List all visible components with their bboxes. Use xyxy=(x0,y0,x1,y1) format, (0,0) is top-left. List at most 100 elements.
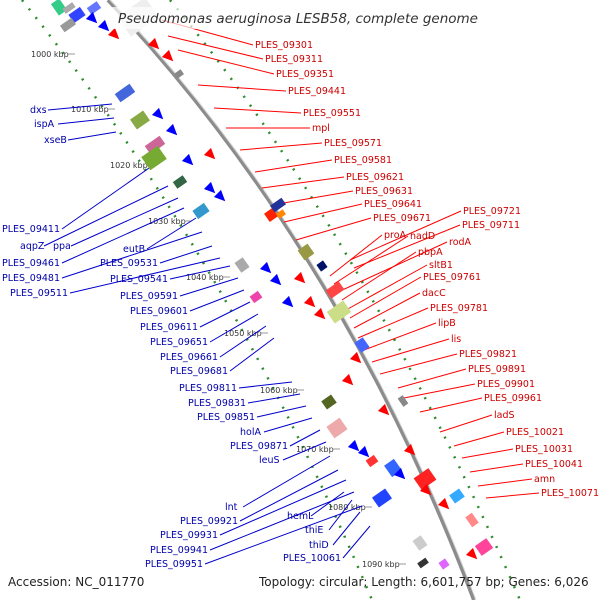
gene-label-minus[interactable]: PLES_09871 xyxy=(230,441,288,452)
gene-label-plus[interactable]: pbpA xyxy=(418,247,443,258)
gene-arrow[interactable] xyxy=(465,547,481,563)
gene-arrow[interactable] xyxy=(85,11,101,27)
gene-arrow[interactable] xyxy=(393,467,409,483)
gene-label-plus[interactable]: dacC xyxy=(422,288,446,299)
gene-label-plus[interactable]: PLES_09441 xyxy=(288,86,346,97)
gene-block[interactable] xyxy=(326,417,348,439)
gene-block[interactable] xyxy=(412,535,428,551)
gene-label-plus[interactable]: sltB1 xyxy=(429,260,453,271)
gene-arrow[interactable] xyxy=(165,123,181,139)
gene-label-plus[interactable]: ladS xyxy=(494,410,515,421)
gene-block[interactable] xyxy=(68,6,86,24)
gene-block[interactable] xyxy=(316,260,328,272)
gene-label-minus[interactable]: PLES_10061 xyxy=(283,553,341,564)
gene-label-minus[interactable]: ispA xyxy=(34,119,55,130)
gene-arrow[interactable] xyxy=(97,19,113,35)
gene-block[interactable] xyxy=(326,300,352,324)
gene-arrow[interactable] xyxy=(419,483,435,499)
gene-label-minus[interactable]: dxs xyxy=(30,105,47,116)
gene-arrow[interactable] xyxy=(259,261,275,277)
gene-label-minus[interactable]: eutB xyxy=(123,244,145,255)
gene-block[interactable] xyxy=(297,243,315,261)
gene-label-minus[interactable]: hemL xyxy=(287,511,314,522)
gene-label-minus[interactable]: PLES_09411 xyxy=(2,224,60,235)
gene-arrow[interactable] xyxy=(203,147,219,163)
gene-block[interactable] xyxy=(372,488,392,508)
gene-block[interactable] xyxy=(354,337,370,353)
gene-label-plus[interactable]: nadD xyxy=(410,231,435,242)
gene-label-plus[interactable]: PLES_09781 xyxy=(430,303,488,314)
gene-block[interactable] xyxy=(144,135,166,155)
gene-block[interactable] xyxy=(86,1,102,15)
gene-label-minus[interactable]: PLES_09681 xyxy=(170,366,228,377)
gene-label-plus[interactable]: PLES_09571 xyxy=(324,138,382,149)
gene-label-plus[interactable]: lipB xyxy=(438,318,456,329)
gene-arrow[interactable] xyxy=(151,107,167,123)
gene-label-plus[interactable]: PLES_10031 xyxy=(515,444,573,455)
gene-label-plus[interactable]: PLES_09631 xyxy=(355,186,413,197)
gene-block[interactable] xyxy=(141,145,167,171)
gene-label-minus[interactable]: PLES_09851 xyxy=(197,412,255,423)
gene-arrow[interactable] xyxy=(203,181,219,197)
gene-label-plus[interactable]: PLES_10041 xyxy=(525,459,583,470)
gene-block[interactable] xyxy=(234,257,250,273)
gene-label-plus[interactable]: PLES_09761 xyxy=(423,272,481,283)
gene-block[interactable] xyxy=(59,17,77,33)
gene-arrow[interactable] xyxy=(403,443,419,459)
gene-label-plus[interactable]: lis xyxy=(451,334,461,345)
gene-label-minus[interactable]: PLES_09651 xyxy=(150,337,208,348)
gene-label-minus[interactable]: aqpZ xyxy=(20,241,45,252)
gene-label-minus[interactable]: thiD xyxy=(309,540,329,551)
gene-label-minus[interactable]: lnt xyxy=(225,502,238,513)
gene-label-minus[interactable]: PLES_09811 xyxy=(179,383,237,394)
gene-arrow[interactable] xyxy=(281,295,297,311)
gene-label-plus[interactable]: PLES_09891 xyxy=(468,364,526,375)
gene-block[interactable] xyxy=(62,2,76,14)
gene-block[interactable] xyxy=(449,488,465,504)
gene-arrow[interactable] xyxy=(293,271,309,287)
gene-block[interactable] xyxy=(130,110,150,130)
gene-label-plus[interactable]: amn xyxy=(534,474,555,485)
gene-label-minus[interactable]: leuS xyxy=(259,455,280,466)
gene-label-minus[interactable]: PLES_09941 xyxy=(150,545,208,556)
gene-arrow[interactable] xyxy=(181,153,197,169)
gene-label-plus[interactable]: PLES_09901 xyxy=(477,379,535,390)
gene-label-minus[interactable]: ppa xyxy=(53,241,71,252)
gene-label-minus[interactable]: PLES_09601 xyxy=(130,306,188,317)
gene-label-minus[interactable]: PLES_09461 xyxy=(2,258,60,269)
gene-block[interactable] xyxy=(50,0,68,16)
gene-label-minus[interactable]: PLES_09951 xyxy=(145,559,203,570)
gene-block[interactable] xyxy=(365,454,379,468)
gene-label-minus[interactable]: PLES_09611 xyxy=(140,322,198,333)
gene-block[interactable] xyxy=(174,69,184,79)
gene-label-plus[interactable]: PLES_09301 xyxy=(255,40,313,51)
gene-label-plus[interactable]: mpl xyxy=(312,123,330,134)
gene-arrow[interactable] xyxy=(313,307,329,323)
gene-label-plus[interactable]: PLES_09671 xyxy=(373,213,431,224)
gene-arrow[interactable] xyxy=(107,27,123,43)
gene-label-plus[interactable]: PLES_09621 xyxy=(346,172,404,183)
gene-block[interactable] xyxy=(192,202,210,220)
gene-block[interactable] xyxy=(276,209,286,219)
gene-label-minus[interactable]: PLES_09481 xyxy=(2,273,60,284)
gene-arrow[interactable] xyxy=(349,351,365,367)
gene-label-plus[interactable]: PLES_09311 xyxy=(265,54,323,65)
gene-block[interactable] xyxy=(465,512,479,528)
gene-label-minus[interactable]: PLES_09661 xyxy=(160,352,218,363)
gene-arrow[interactable] xyxy=(269,273,285,289)
gene-block[interactable] xyxy=(321,394,337,410)
gene-block[interactable] xyxy=(249,290,263,304)
gene-label-plus[interactable]: PLES_10021 xyxy=(506,427,564,438)
gene-block[interactable] xyxy=(114,83,136,103)
gene-label-plus[interactable]: PLES_09551 xyxy=(303,108,361,119)
gene-label-minus[interactable]: PLES_09591 xyxy=(120,291,178,302)
gene-label-plus[interactable]: PLES_09721 xyxy=(463,206,521,217)
gene-arrow[interactable] xyxy=(347,439,363,455)
gene-label-plus[interactable]: rodA xyxy=(449,237,472,248)
gene-arrow[interactable] xyxy=(147,37,163,53)
gene-label-minus[interactable]: PLES_09511 xyxy=(10,288,68,299)
gene-arrow[interactable] xyxy=(341,373,357,389)
gene-label-plus[interactable]: proA xyxy=(384,230,407,241)
gene-block[interactable] xyxy=(325,281,345,299)
gene-label-minus[interactable]: PLES_09831 xyxy=(188,398,246,409)
